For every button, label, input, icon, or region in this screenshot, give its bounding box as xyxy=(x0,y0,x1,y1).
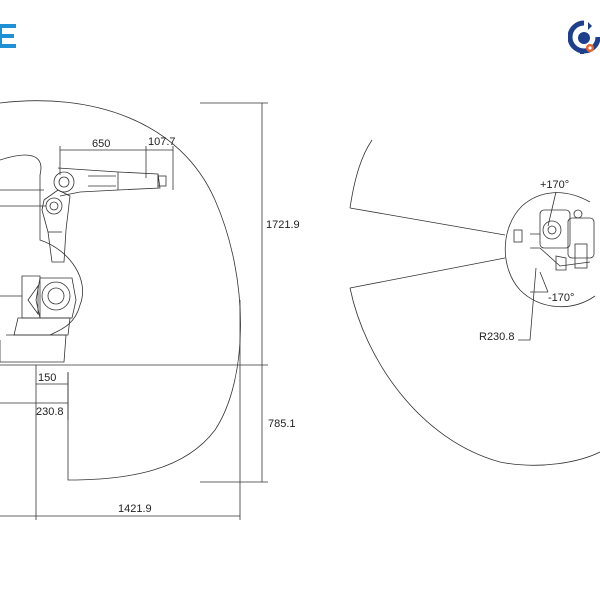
forearm xyxy=(57,167,161,197)
angle-negative-label: -170° xyxy=(548,292,575,304)
top-view-robot xyxy=(513,209,595,271)
angle-positive-label: +170° xyxy=(540,179,570,191)
top-view-inner-circle xyxy=(504,192,596,307)
dim-reach-1421: 1421.9 xyxy=(118,503,152,515)
dim-reach-650: 650 xyxy=(92,138,111,150)
inner-envelope-outline xyxy=(0,154,83,336)
dim-base-150: 150 xyxy=(38,372,57,384)
dim-height-upper: 1721.9 xyxy=(266,219,300,231)
robot-base xyxy=(21,275,41,319)
radius-label: R230.8 xyxy=(479,331,515,343)
brand-logo-icon xyxy=(0,22,20,50)
dim-height-lower: 785.1 xyxy=(268,418,296,430)
gear-robot-logo-icon xyxy=(568,20,600,54)
upper-arm xyxy=(41,189,71,263)
dim-base-230: 230.8 xyxy=(36,406,64,418)
top-view-envelope xyxy=(349,207,506,289)
dim-offset-107: 107.7 xyxy=(148,136,176,148)
